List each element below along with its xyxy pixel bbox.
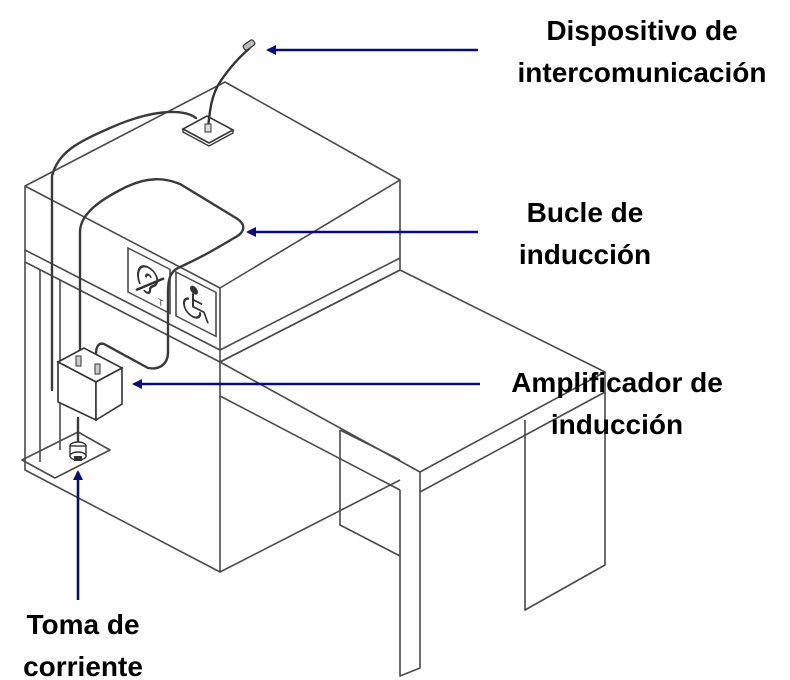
hearing-loop-sign: T — [127, 246, 171, 315]
label-power-outlet: Toma de corriente — [8, 604, 158, 680]
intercom-cable — [50, 110, 198, 392]
label-intercom-line1: Dispositivo de — [546, 15, 738, 46]
counter-box-front — [24, 186, 221, 351]
label-amplifier-line2: inducción — [550, 409, 684, 440]
label-intercom-device: Dispositivo de intercomunicación — [500, 10, 784, 94]
power-outlet — [69, 441, 87, 461]
counter-base-edge — [219, 479, 401, 573]
counter-ledge — [24, 250, 221, 363]
desk-underside-edge — [219, 395, 401, 491]
desk-side-panel — [524, 392, 606, 611]
counter-top — [24, 81, 401, 289]
induction-loop-cable — [78, 178, 245, 372]
hearing-loop-icon: T — [135, 265, 165, 310]
wheelchair-icon — [183, 285, 209, 324]
counter-box-right — [219, 180, 401, 351]
wheelchair-sign — [175, 270, 217, 338]
label-loop-line1: Bucle de — [526, 197, 644, 228]
induction-amplifier — [56, 347, 124, 422]
intercom-device — [181, 39, 256, 147]
label-amplifier-line1: Amplificador de — [511, 367, 723, 398]
signage: T — [127, 246, 217, 338]
counter-lower-front — [24, 262, 221, 573]
knee-space — [339, 430, 401, 557]
label-loop-line2: inducción — [518, 239, 652, 270]
label-outlet-line2: corriente — [23, 651, 143, 680]
svg-text:T: T — [158, 297, 164, 310]
knee-space-top — [339, 429, 401, 461]
callout-arrows — [73, 45, 480, 600]
outlet-floor-plate — [21, 431, 111, 479]
label-induction-amplifier: Amplificador de inducción — [486, 362, 748, 446]
label-outlet-line1: Toma de — [26, 609, 140, 640]
cables — [50, 110, 245, 446]
desk-front-leg — [399, 490, 421, 677]
label-induction-loop: Bucle de inducción — [495, 192, 675, 276]
counter-structure — [21, 81, 606, 677]
desk-edge — [419, 372, 606, 493]
label-intercom-line2: intercomunicación — [517, 57, 767, 88]
